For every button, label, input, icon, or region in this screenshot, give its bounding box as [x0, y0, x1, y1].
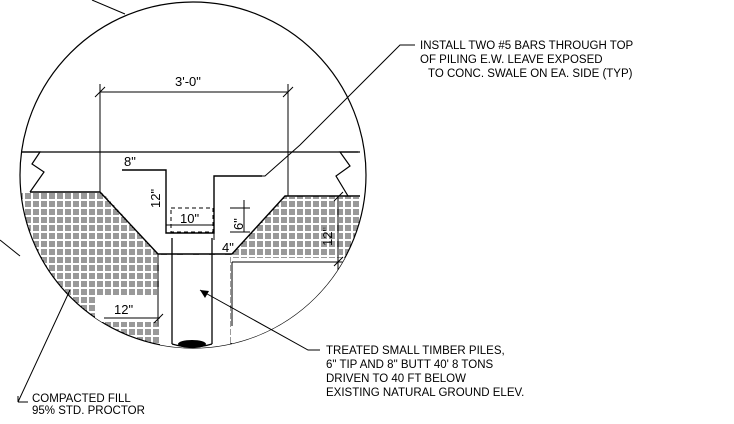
- left-break-mark: [22, 151, 45, 193]
- top-offset-label: 8": [124, 154, 136, 169]
- pocket-depth-label: 6": [231, 218, 246, 230]
- bars-note-line: TO CONC. SWALE ON EA. SIDE (TYP): [428, 68, 633, 80]
- side-depth-dimension: [285, 191, 346, 270]
- left-edge-leader: [0, 239, 21, 257]
- fill-leader: [17, 289, 71, 403]
- piles-arrowhead: [200, 290, 209, 298]
- overall-width-label: 3'-0": [175, 74, 201, 89]
- bars-note: INSTALL TWO #5 BARS THROUGH TOP OF PILIN…: [420, 40, 634, 80]
- piles-note-line: 6" TIP AND 8" BUTT 40' 8 TONS: [326, 359, 494, 371]
- bars-leader: [215, 44, 415, 177]
- piles-note-line: DRIVEN TO 40 FT BELOW: [326, 373, 466, 385]
- piles-note-line: TREATED SMALL TIMBER PILES,: [326, 345, 505, 357]
- piles-leader: [199, 289, 320, 351]
- right-break-mark: [335, 151, 358, 197]
- small-offset-label: 4": [222, 240, 234, 255]
- overall-width-dimension: [94, 84, 294, 196]
- right-clear-zone: [232, 258, 362, 348]
- pile-clear-zone: [160, 255, 230, 348]
- fill-note: COMPACTED FILL 95% STD. PROCTOR: [32, 393, 145, 417]
- timber-pile: [171, 238, 213, 348]
- bottom-width-label: 12": [114, 302, 133, 317]
- fill-note-line: COMPACTED FILL: [32, 393, 131, 405]
- top-depth-label: 12": [148, 189, 163, 208]
- fill-note-line: 95% STD. PROCTOR: [32, 405, 145, 417]
- pile-top-outline: [170, 207, 214, 233]
- side-depth-label: 12": [320, 227, 335, 246]
- detail-leader: [91, 0, 126, 15]
- pile-width-label: 10": [180, 211, 199, 226]
- pocket-depth-dimension: [230, 200, 250, 233]
- piles-note: TREATED SMALL TIMBER PILES, 6" TIP AND 8…: [326, 345, 524, 399]
- pile-dimension-lines: [104, 254, 233, 326]
- piles-note-line: EXISTING NATURAL GROUND ELEV.: [326, 387, 524, 399]
- bars-note-line: OF PILING E.W. LEAVE EXPOSED: [420, 54, 603, 66]
- bars-note-line: INSTALL TWO #5 BARS THROUGH TOP: [420, 40, 634, 52]
